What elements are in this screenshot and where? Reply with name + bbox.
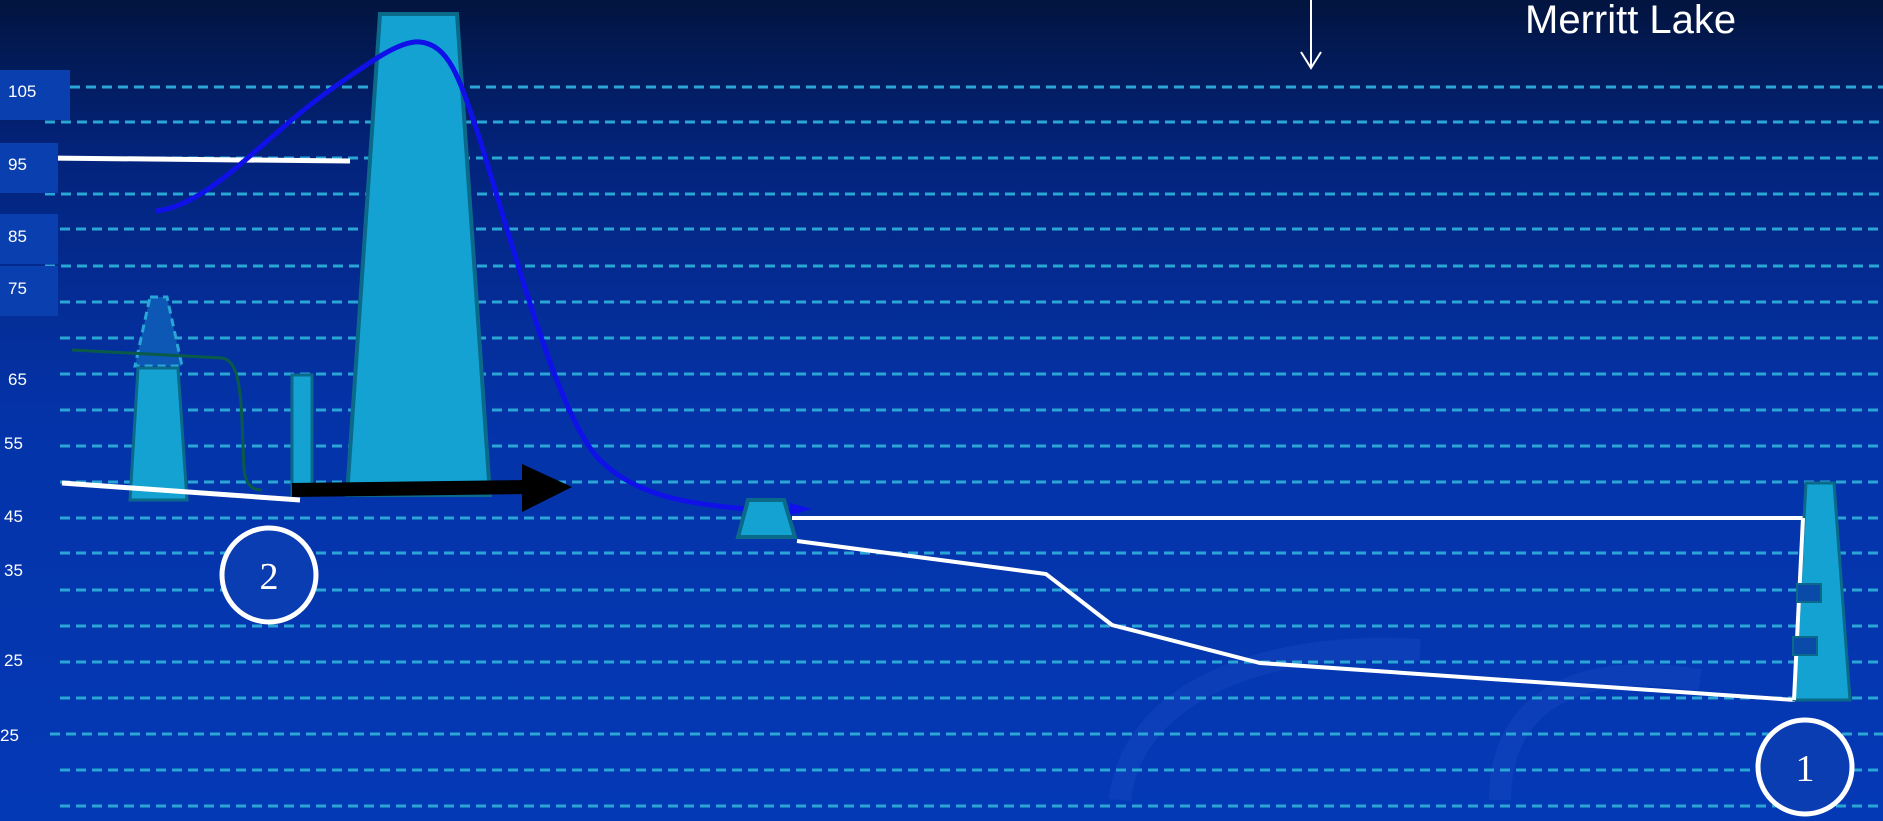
elevation-label-75: 75	[0, 266, 58, 316]
main-tower	[344, 12, 493, 497]
profile-curve	[155, 39, 801, 514]
middle-gate	[735, 498, 798, 539]
elevation-label-95: 95	[0, 143, 58, 193]
right-tower-edge	[1792, 517, 1805, 701]
dashed-gridlines	[45, 85, 1883, 808]
flow-arrow-head	[522, 464, 572, 512]
pipe-line	[71, 348, 263, 492]
elevation-label-85: 85	[0, 214, 58, 264]
right-tower-opening-upper	[1796, 583, 1822, 603]
curve-arrowhead	[790, 503, 812, 515]
down-arrow-head	[1300, 51, 1322, 70]
elevation-label-45: 45	[4, 507, 23, 526]
elevation-label-35: 35	[4, 561, 23, 580]
left-ground-line	[61, 480, 301, 503]
narrow-column	[290, 373, 314, 497]
background-watermark	[1109, 638, 1702, 802]
marker-label-1: 1	[1796, 748, 1815, 790]
marker-label-2: 2	[260, 556, 279, 598]
left-tower-base	[128, 366, 189, 502]
elevation-label-25-lower: 25	[0, 726, 19, 745]
elevation-label-65: 65	[8, 370, 27, 389]
elevation-label-105: 105	[0, 70, 70, 120]
right-tower-opening-lower	[1792, 636, 1818, 656]
elevation-label-55: 55	[4, 434, 23, 453]
diagram-title: Merritt Lake	[1525, 0, 1737, 42]
left-tower-top	[133, 295, 184, 368]
elevation-label-25-upper: 25	[4, 651, 23, 670]
marker-circle-1	[1755, 717, 1855, 817]
upper-white-line	[44, 155, 351, 164]
riverbed-profile	[796, 539, 1796, 702]
marker-circle-2	[219, 525, 319, 625]
flow-arrow-shaft	[291, 480, 531, 497]
